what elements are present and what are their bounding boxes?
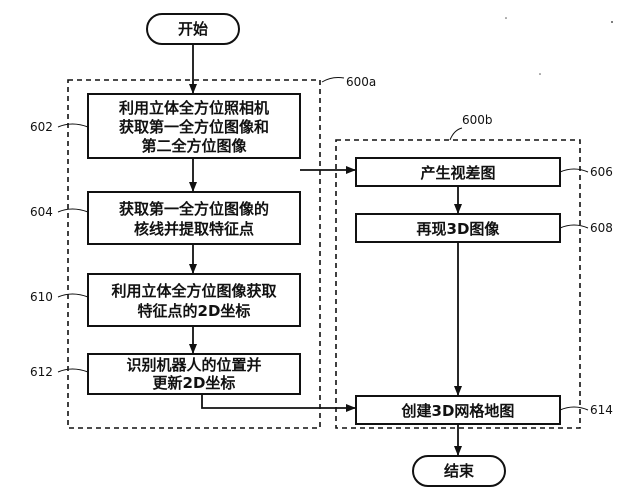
ref-612-leader [57, 368, 89, 373]
scan-speck [611, 21, 613, 23]
step-612-box [87, 353, 301, 395]
scan-speck [505, 17, 507, 19]
ref-610: 610 [30, 290, 53, 304]
step-608-line-1: 再现3D图像 [417, 220, 501, 238]
step-602-box [87, 93, 301, 159]
step-608-box [355, 213, 561, 243]
ref-608: 608 [590, 221, 613, 235]
end-label: 结束 [444, 462, 475, 480]
ref-614-leader [559, 406, 589, 411]
ref-604: 604 [30, 205, 53, 219]
group-600a-leader [321, 77, 345, 83]
ref-608-leader [559, 224, 589, 229]
ref-606: 606 [590, 165, 613, 179]
ref-602-leader [57, 123, 89, 128]
step-604-line-2: 核线并提取特征点 [134, 220, 254, 238]
ref-614: 614 [590, 403, 613, 417]
step-606-line-1: 产生视差图 [420, 164, 495, 182]
ref-606-leader [559, 168, 589, 173]
group-600a-ref: 600a [346, 75, 376, 89]
scan-speck [539, 73, 541, 75]
step-614-line-1: 创建3D网格地图 [401, 402, 515, 420]
arrow-612-to-614 [201, 394, 356, 412]
group-600b-leader [449, 127, 463, 141]
group-600a-container [67, 79, 321, 429]
step-612-line-2: 更新2D坐标 [153, 374, 236, 392]
group-600b-ref: 600b [462, 113, 493, 127]
step-604-box [87, 191, 301, 245]
step-610-box [87, 273, 301, 327]
group-600b-container [335, 139, 581, 429]
step-602-line-2: 获取第一全方位图像和 [119, 118, 269, 136]
ref-602: 602 [30, 120, 53, 134]
ref-610-leader [57, 293, 89, 298]
step-612-line-1: 识别机器人的位置并 [126, 356, 261, 374]
step-604-line-1: 获取第一全方位图像的 [119, 200, 269, 218]
step-602-line-3: 第二全方位图像 [141, 137, 247, 155]
end-terminal [412, 455, 506, 487]
start-label: 开始 [178, 20, 208, 38]
ref-604-leader [57, 208, 89, 213]
step-602-line-1: 利用立体全方位照相机 [119, 99, 269, 117]
step-610-line-2: 特征点的2D坐标 [138, 302, 251, 320]
step-610-line-1: 利用立体全方位图像获取 [111, 282, 277, 300]
step-614-box [355, 395, 561, 425]
ref-612: 612 [30, 365, 53, 379]
